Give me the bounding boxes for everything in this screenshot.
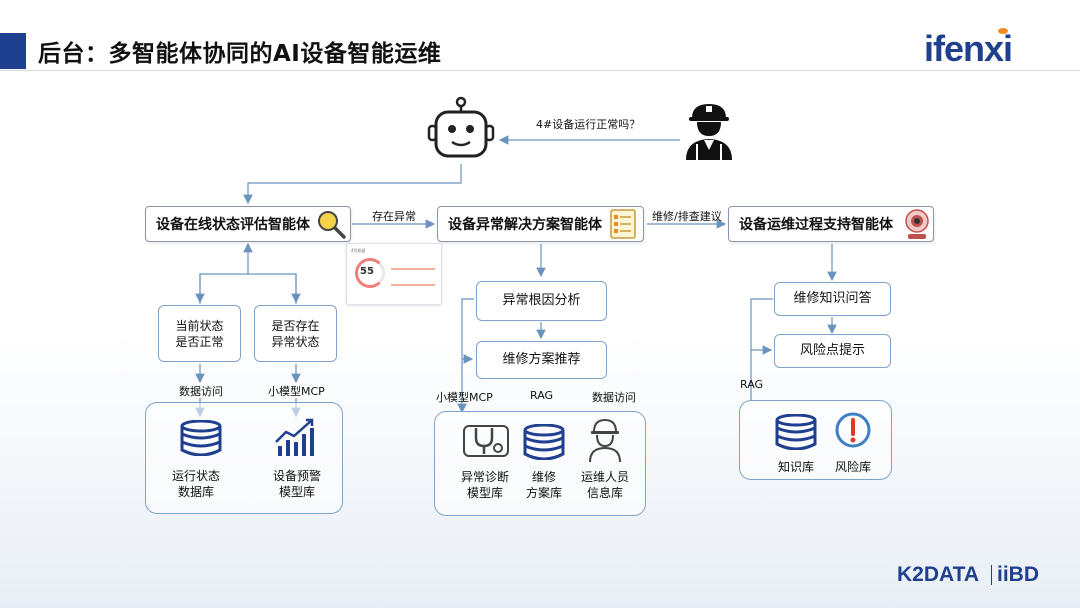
mid-link-data-access: 数据访问 <box>592 391 636 404</box>
stethoscope-icon <box>463 425 509 457</box>
question-has-anomaly[interactable]: 是否存在 异常状态 <box>254 305 337 362</box>
database-icon <box>775 414 817 450</box>
question-status-normal[interactable]: 当前状态 是否正常 <box>158 305 241 362</box>
left-link-data-access: 数据访问 <box>179 385 223 398</box>
agent-fault-solution[interactable]: 设备异常解决方案智能体 <box>437 206 644 242</box>
logo-accent-dot <box>998 28 1008 34</box>
step-repair-qa[interactable]: 维修知识问答 <box>774 282 891 316</box>
db-knowledge: 知识库 <box>777 460 814 474</box>
warning-icon <box>835 412 871 448</box>
card-bar <box>391 284 435 286</box>
step-repair-plan[interactable]: 维修方案推荐 <box>476 341 607 379</box>
db-repair-plans: 维修 方案库 <box>525 470 562 500</box>
trend-chart-icon <box>275 418 314 456</box>
mid-link-small-model-mcp: 小模型MCP <box>436 391 493 404</box>
title-accent-bar <box>0 33 26 69</box>
step-risk-tips[interactable]: 风险点提示 <box>774 334 891 368</box>
database-icon <box>523 424 565 460</box>
engineer-icon <box>589 418 621 462</box>
left-link-small-model-mcp: 小模型MCP <box>268 385 325 398</box>
left-tree-branch <box>199 273 297 304</box>
mid-link-rag: RAG <box>530 389 554 402</box>
database-icon <box>180 420 222 456</box>
robot-to-agent1-line <box>243 164 462 205</box>
db-runtime-status: 运行状态 数据库 <box>171 469 220 499</box>
middle-data-group <box>434 411 646 516</box>
db-fault-diagnosis-models: 异常诊断 模型库 <box>460 470 509 500</box>
db-risk: 风险库 <box>834 460 871 474</box>
robot-icon <box>427 96 495 158</box>
right-link-rag: RAG <box>740 378 764 391</box>
webcam-icon <box>905 209 929 239</box>
card-bar <box>391 268 435 270</box>
edge-label-abnormal: 存在异常 <box>372 210 416 223</box>
iibd-logo: iiBD <box>997 563 1039 586</box>
ifenxi-logo: ifenxi <box>924 28 1013 69</box>
card-score: 55 <box>360 266 374 277</box>
edge-label-repair-advice: 维修/排查建议 <box>652 210 722 223</box>
card-title: 4号机组 <box>351 248 366 253</box>
worker-icon <box>686 104 732 160</box>
agent-status-assessment[interactable]: 设备在线状态评估智能体 <box>145 206 351 242</box>
agent-fault-solution-label: 设备异常解决方案智能体 <box>448 217 602 233</box>
db-device-warning-models: 设备预警 模型库 <box>272 469 321 499</box>
card-gauge <box>355 258 385 288</box>
step-root-cause[interactable]: 异常根因分析 <box>476 281 607 321</box>
question-label: 4#设备运行正常吗？ <box>536 118 641 131</box>
header-divider <box>0 70 1080 71</box>
agent-maintenance-support[interactable]: 设备运维过程支持智能体 <box>728 206 934 242</box>
right-left-bracket <box>750 298 773 400</box>
db-maintenance-personnel: 运维人员 信息库 <box>580 470 629 500</box>
middle-left-bracket <box>461 298 474 410</box>
device-status-card: 4号机组 55 <box>346 243 442 305</box>
agent-status-assessment-label: 设备在线状态评估智能体 <box>156 217 310 233</box>
magnifier-icon <box>318 211 346 239</box>
agent-maintenance-support-label: 设备运维过程支持智能体 <box>739 217 893 233</box>
footer-separator <box>991 565 992 585</box>
page-title: 后台：多智能体协同的AI设备智能运维 <box>38 41 442 67</box>
checklist-icon <box>610 209 636 239</box>
k2data-logo: K2DATA <box>897 563 980 586</box>
